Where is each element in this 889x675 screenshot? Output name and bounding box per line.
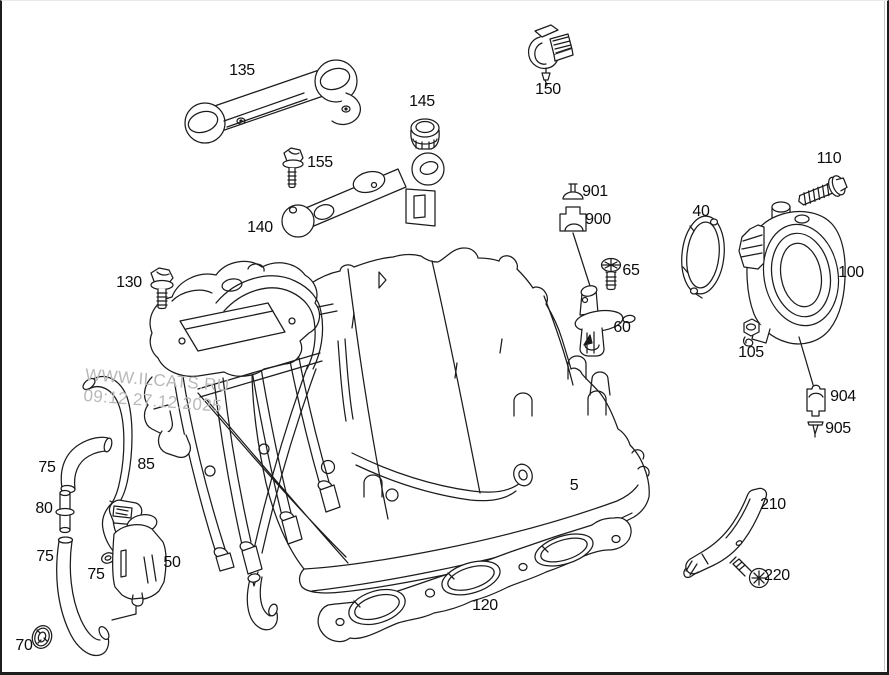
callout-905: 905 — [825, 420, 851, 437]
callout-80: 80 — [35, 500, 53, 517]
connector-housing-900-drawing — [559, 206, 591, 287]
throttle-bolt-drawing — [798, 175, 848, 206]
callout-40: 40 — [692, 203, 710, 220]
callout-120: 120 — [472, 597, 498, 614]
callout-135: 135 — [229, 62, 255, 79]
callout-220: 220 — [764, 567, 790, 584]
purge-valve-drawing — [108, 499, 167, 621]
callout-901: 901 — [582, 183, 608, 200]
callout-145: 145 — [409, 93, 435, 110]
callout-70: 70 — [15, 637, 33, 654]
hose-elbow-75-drawing — [60, 436, 113, 494]
spring-nut-drawing — [743, 318, 760, 347]
support-bracket-drawing — [683, 487, 768, 579]
callout-140: 140 — [247, 219, 273, 236]
grommet-drawing — [31, 625, 53, 649]
throttle-body-drawing — [738, 201, 846, 389]
bracket-bolt-155-drawing — [282, 147, 304, 189]
callout-210: 210 — [760, 496, 786, 513]
hose-connector-80-drawing — [55, 489, 75, 534]
callout-75b: 75 — [36, 548, 54, 565]
callout-60: 60 — [613, 319, 631, 336]
callout-155: 155 — [307, 154, 333, 171]
callout-130: 130 — [116, 274, 142, 291]
connector-pin-901-drawing — [562, 183, 584, 200]
callout-105: 105 — [738, 344, 764, 361]
cap-drawing — [410, 118, 440, 150]
callout-5: 5 — [569, 477, 579, 494]
sensor-screw-drawing — [600, 257, 622, 291]
callout-100: 100 — [838, 264, 864, 281]
bracket-screw-drawing — [729, 556, 770, 589]
camshaft-sensor-drawing — [574, 285, 636, 357]
throttle-gasket-drawing — [681, 215, 725, 299]
cable-clip-drawing — [527, 24, 574, 86]
upper-bracket-drawing — [184, 59, 361, 144]
connector-housing-904-drawing — [806, 384, 826, 417]
callout-900: 900 — [585, 211, 611, 228]
connector-pin-905-drawing — [807, 421, 824, 438]
callout-75a: 75 — [38, 459, 56, 476]
intake-manifold-drawing — [239, 247, 650, 594]
callout-150: 150 — [535, 81, 561, 98]
lower-bracket-drawing — [281, 152, 445, 238]
manifold-gasket-drawing — [317, 517, 632, 643]
callout-50: 50 — [163, 554, 181, 571]
manifold-bolt-drawing — [150, 267, 174, 310]
callout-65: 65 — [622, 262, 640, 279]
fuel-rail-cluster-drawing — [143, 260, 533, 631]
callout-85: 85 — [137, 456, 155, 473]
callout-110: 110 — [816, 150, 842, 167]
hose-long-75-drawing — [56, 536, 110, 657]
callout-75c: 75 — [87, 566, 105, 583]
callout-904: 904 — [830, 388, 856, 405]
